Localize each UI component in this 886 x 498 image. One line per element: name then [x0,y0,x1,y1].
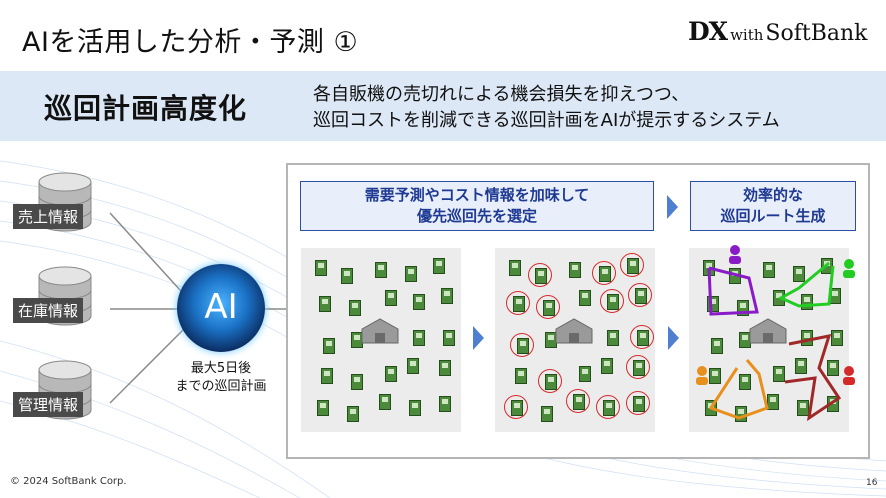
vending-machine-icon [827,360,839,376]
vending-machine-icon [315,260,327,276]
priority-ring [510,333,534,357]
banner-desc-line2: 巡回コストを削減できる巡回計画をAIが提示するシステム [313,110,780,131]
arrow-right-icon [473,326,484,350]
source-inventory-label: 在庫情報 [13,298,84,323]
driver-icon [696,366,708,385]
step2-line1: 効率的な [742,186,803,204]
vending-machine-icon [413,330,425,346]
vending-machine-icon [385,290,397,306]
vending-machine-icon [413,294,425,310]
vending-machine-icon [409,400,421,416]
vending-machine-icon [439,396,451,412]
vending-machine-icon [441,288,453,304]
vending-machine-icon [579,366,591,382]
warehouse-icon [555,318,593,344]
banner-desc-line1: 各自販機の売切れによる機会損失を抑えつつ、 [313,84,690,105]
vending-machine-icon [515,368,527,384]
ai-caption: 最大5日後 までの巡回計画 [155,360,287,396]
vending-machine-icon [569,262,581,278]
vending-machine-icon [509,260,521,276]
step1-line2: 優先巡回先を選定 [416,207,537,225]
page-number: 16 [866,478,878,488]
vending-machine-icon [601,358,613,374]
banner-title: 巡回計画高度化 [44,92,248,125]
step2-line2: 巡回ルート生成 [720,207,826,225]
priority-ring [528,263,552,287]
vending-machine-icon [541,406,553,422]
copyright: © 2024 SoftBank Corp. [10,476,127,487]
vending-machine-icon [763,262,775,278]
vending-machine-icon [797,400,809,416]
vending-machine-icon [405,266,417,282]
arrow-right-icon [668,326,679,350]
vending-machine-icon [795,358,807,374]
vending-machine-icon [579,290,591,306]
page-title: AIを活用した分析・予測 ① [22,27,359,58]
priority-ring [538,369,562,393]
source-management-label: 管理情報 [13,392,84,417]
priority-ring [592,261,616,285]
vending-machine-icon [317,400,329,416]
priority-ring [596,395,620,419]
priority-ring [630,325,654,349]
vending-machine-icon [321,368,333,384]
vending-machine-icon [347,406,359,422]
vending-machine-icon [375,262,387,278]
ai-label: AI [204,287,238,327]
source-sales-label: 売上情報 [13,204,84,229]
priority-ring [620,253,644,277]
vending-machine-icon [349,300,361,316]
driver-icon [729,245,741,264]
vending-machine-icon [831,330,843,346]
vending-machine-icon [767,394,779,410]
vending-machine-icon [433,258,445,274]
step-route-generation: 効率的な 巡回ルート生成 [690,181,856,231]
warehouse-icon [749,318,787,344]
banner-description: 各自販機の売切れによる機会損失を抑えつつ、 巡回コストを削減できる巡回計画をAI… [313,82,780,134]
logo-with: with [730,26,764,44]
logo-brand: SoftBank [765,21,868,46]
ai-caption-line1: 最大5日後 [190,361,252,376]
logo-dx: DX [688,17,728,46]
step1-line1: 需要予測やコスト情報を加味して [364,186,590,204]
arrow-right-icon [667,195,678,219]
vending-machine-icon [351,374,363,390]
ai-brain-icon [177,264,265,352]
priority-ring [626,391,650,415]
route-lines [707,261,842,422]
banner [0,71,886,141]
priority-ring [506,291,530,315]
vending-machine-icon [385,366,397,382]
vending-machine-icon [773,366,785,382]
vending-machine-icon [793,266,805,282]
vending-machine-icon [709,368,721,384]
priority-ring [600,289,624,313]
step-priority-selection: 需要予測やコスト情報を加味して 優先巡回先を選定 [300,181,654,231]
warehouse-icon [361,318,399,344]
priority-ring [628,283,652,307]
vending-machine-icon [341,268,353,284]
vending-machine-icon [407,358,419,374]
vending-machine-icon [323,338,335,354]
ai-caption-line2: までの巡回計画 [175,379,267,394]
vending-machine-icon [443,330,455,346]
vending-machine-icon [739,374,751,390]
driver-icon [843,259,855,278]
priority-ring [566,389,590,413]
connector-lines [109,212,288,404]
priority-ring [504,395,528,419]
vending-machine-icon [319,296,331,312]
priority-ring [536,295,560,319]
vending-machine-icon [439,360,451,376]
priority-ring [626,355,650,379]
driver-icon [843,366,855,385]
vending-machine-icon [711,338,723,354]
vending-machine-icon [379,394,391,410]
vending-machine-icon [607,330,619,346]
